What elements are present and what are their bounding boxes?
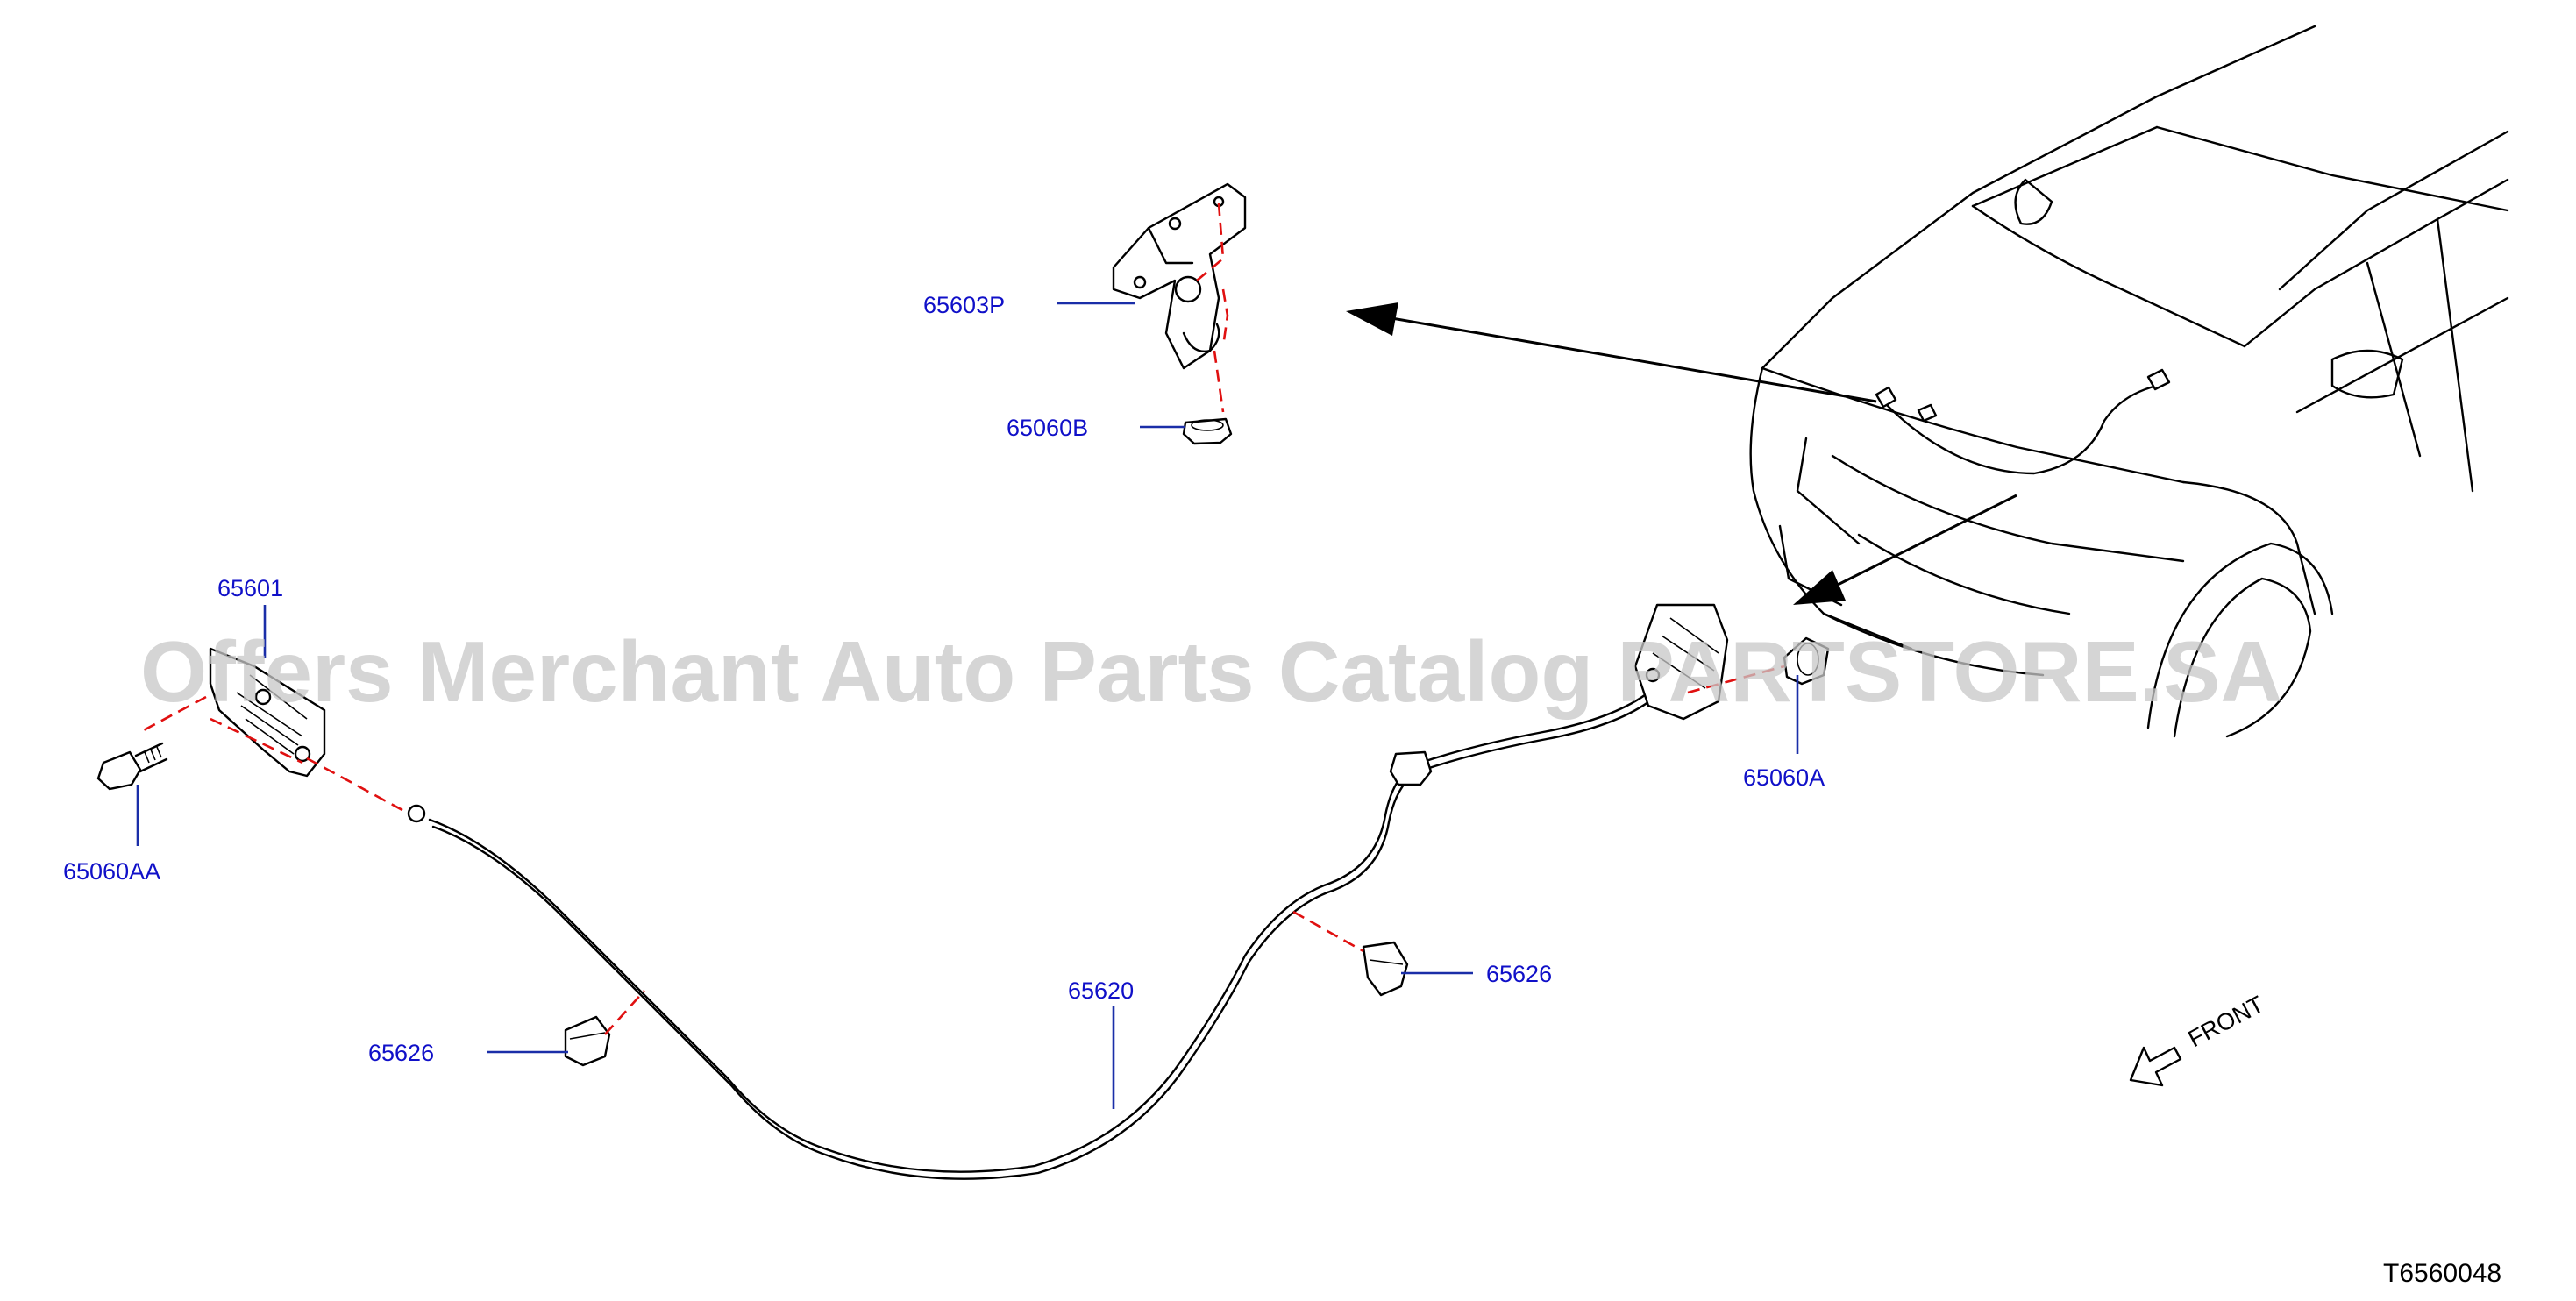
release-cable-part (407, 691, 1654, 1180)
label-clip-upper: 65060B (1007, 415, 1088, 441)
label-hood-lock: 65601 (217, 575, 283, 601)
label-bolt: 65060AA (63, 858, 160, 885)
label-cable-clip-right: 65626 (1486, 961, 1552, 987)
label-cable-clip-left: 65626 (368, 1040, 434, 1066)
leader-lock-bolt (139, 695, 413, 817)
cable-clip-left-part (564, 1015, 611, 1067)
leader-bracket-clip (1196, 203, 1229, 413)
hood-lock-part (209, 647, 326, 778)
label-hood-lock-bracket: 65603P (923, 292, 1005, 318)
watermark-text: Offers Merchant Auto Parts Catalog PARTS… (140, 623, 2282, 720)
front-direction-indicator: FRONT (2129, 991, 2268, 1087)
label-cable: 65620 (1068, 978, 1134, 1004)
cable-clip-right-part (1362, 941, 1409, 997)
label-release-handle-clip: 65060A (1743, 764, 1825, 791)
leader-clip-right (1292, 910, 1364, 953)
clip-upper-part (1182, 417, 1233, 445)
front-label: FRONT (2184, 991, 2268, 1052)
bolt-part (96, 742, 168, 791)
label-leaders (136, 302, 1799, 1109)
leader-clip-left (604, 990, 645, 1035)
clip-handle-part (1783, 636, 1830, 686)
diagram-code: T6560048 (2383, 1259, 2501, 1288)
vehicle-outline (1749, 25, 2509, 738)
release-handle-part (1633, 603, 1729, 721)
callout-arrows (1346, 302, 2017, 605)
leader-handle-clip (1687, 665, 1785, 694)
hood-lock-bracket-part (1112, 182, 1247, 370)
